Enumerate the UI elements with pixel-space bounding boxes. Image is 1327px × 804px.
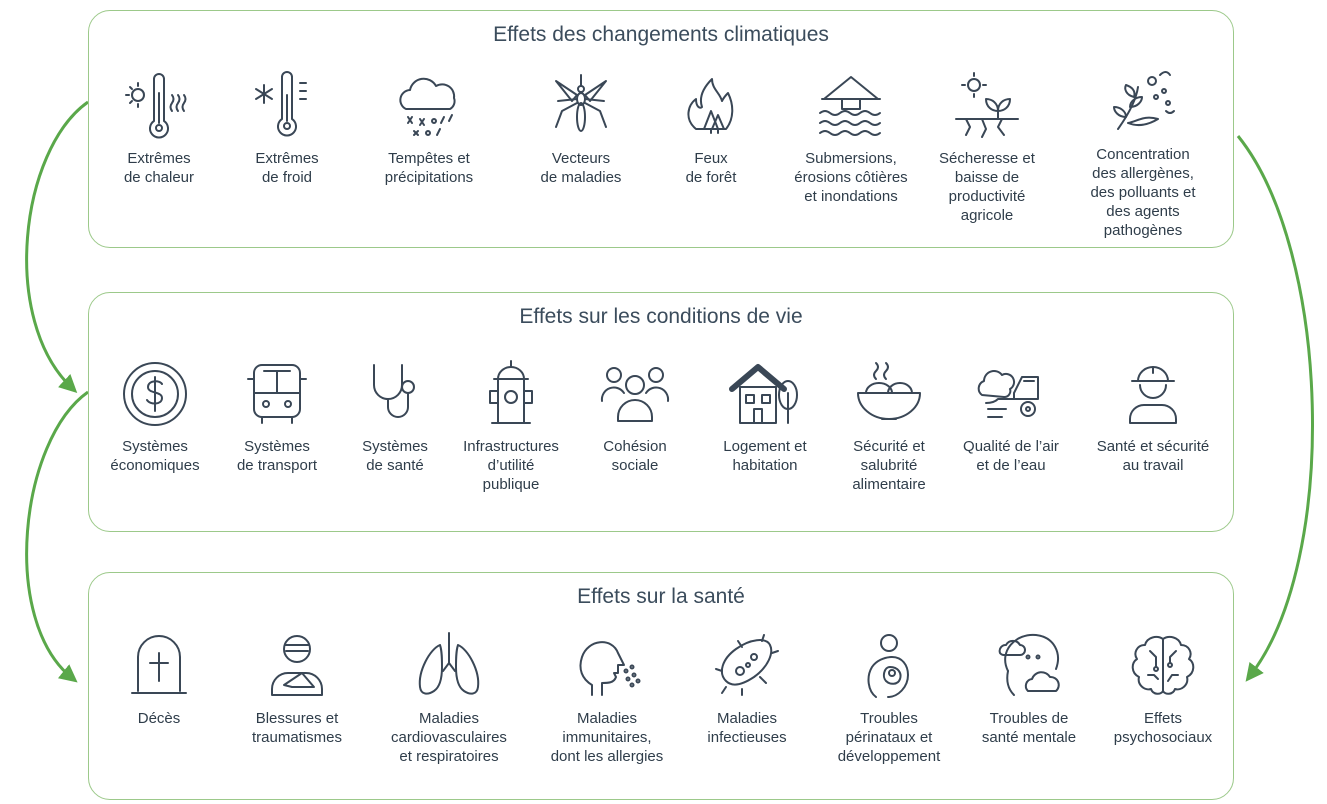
storm-cloud-icon <box>394 71 464 141</box>
item-food-safety: Sécurité et salubrité alimentaire <box>814 359 964 494</box>
panel-title: Effets sur les conditions de vie <box>519 305 803 328</box>
living-conditions-panel: Effets sur les conditions de vie Système… <box>88 292 1234 532</box>
item-heat-extremes: Extrêmes de chaleur <box>84 71 234 187</box>
item-injuries: Blessures et traumatismes <box>222 631 372 747</box>
item-label: Qualité de l’air et de l’eau <box>963 438 1059 474</box>
drought-icon <box>952 71 1022 141</box>
item-drought: Sécheresse et baisse de productivité agr… <box>912 71 1062 225</box>
pregnancy-icon <box>854 631 924 701</box>
heat-thermometer-icon <box>124 71 194 141</box>
sneezing-head-icon <box>572 631 642 701</box>
bus-icon <box>242 359 312 429</box>
item-label: Feux de forêt <box>685 150 737 186</box>
mosquito-icon <box>546 71 616 141</box>
item-label: Effets psychosociaux <box>1113 710 1213 746</box>
item-label: Logement et habitation <box>723 438 807 474</box>
worker-helmet-icon <box>1118 359 1188 429</box>
stethoscope-icon <box>360 359 430 429</box>
item-infrastructure: Infrastructures d’utilité publique <box>436 359 586 494</box>
health-effects-panel: Effets sur la santé Décès Blessures et t… <box>88 572 1234 800</box>
allergen-plant-icon <box>1108 67 1178 137</box>
brain-icon <box>1128 631 1198 701</box>
bacteria-icon <box>712 631 782 701</box>
item-disease-vectors: Vecteurs de maladies <box>506 71 656 187</box>
fire-hydrant-icon <box>476 359 546 429</box>
item-allergens: Concentration des allergènes, des pollua… <box>1068 67 1218 240</box>
item-label: Sécurité et salubrité alimentaire <box>852 438 926 493</box>
arrow-climate-to-living <box>25 100 89 393</box>
item-label: Systèmes de santé <box>362 438 428 474</box>
item-label: Maladies immunitaires, dont les allergie… <box>550 710 664 765</box>
item-label: Blessures et traumatismes <box>251 710 343 746</box>
item-label: Infrastructures d’utilité publique <box>463 438 559 493</box>
climate-effects-panel: Effets des changements climatiques Extrê… <box>88 10 1234 248</box>
food-bowl-icon <box>854 359 924 429</box>
item-social-cohesion: Cohésion sociale <box>560 359 710 475</box>
item-label: Maladies cardiovasculaires et respiratoi… <box>391 710 507 765</box>
arrow-living-to-health <box>25 390 89 683</box>
item-health-systems: Systèmes de santé <box>320 359 470 475</box>
item-label: Sécheresse et baisse de productivité agr… <box>939 150 1035 224</box>
item-label: Extrêmes de froid <box>255 150 319 186</box>
item-forest-fires: Feux de forêt <box>636 71 786 187</box>
tombstone-icon <box>124 631 194 701</box>
item-immune-allergies: Maladies immunitaires, dont les allergie… <box>532 631 682 766</box>
arrow-climate-to-health <box>1236 135 1314 682</box>
item-mental-health: Troubles de santé mentale <box>954 631 1104 747</box>
dollar-coin-icon <box>120 359 190 429</box>
item-label: Concentration des allergènes, des pollua… <box>1090 146 1196 239</box>
item-occupational-safety: Santé et sécurité au travail <box>1078 359 1228 475</box>
item-label: Vecteurs de maladies <box>540 150 622 186</box>
item-floods: Submersions, érosions côtières et inonda… <box>776 71 926 206</box>
item-label: Santé et sécurité au travail <box>1096 438 1210 474</box>
item-label: Systèmes économiques <box>110 438 200 474</box>
item-label: Troubles périnataux et développement <box>837 710 941 765</box>
mental-health-head-icon <box>994 631 1064 701</box>
forest-fire-icon <box>676 71 746 141</box>
item-housing: Logement et habitation <box>690 359 840 475</box>
item-transport: Systèmes de transport <box>202 359 352 475</box>
lungs-icon <box>414 631 484 701</box>
item-label: Décès <box>137 710 181 727</box>
cold-thermometer-icon <box>252 71 322 141</box>
item-label: Systèmes de transport <box>236 438 318 474</box>
air-water-pollution-icon <box>976 359 1046 429</box>
item-label: Maladies infectieuses <box>707 710 787 746</box>
item-deaths: Décès <box>84 631 234 728</box>
item-air-water-quality: Qualité de l’air et de l’eau <box>936 359 1086 475</box>
panel-title: Effets sur la santé <box>577 585 745 608</box>
item-economic-systems: Systèmes économiques <box>80 359 230 475</box>
item-label: Cohésion sociale <box>603 438 667 474</box>
house-icon <box>729 359 800 429</box>
item-perinatal: Troubles périnataux et développement <box>814 631 964 766</box>
item-label: Troubles de santé mentale <box>981 710 1077 746</box>
item-label: Extrêmes de chaleur <box>123 150 195 186</box>
item-infectious: Maladies infectieuses <box>672 631 822 747</box>
item-label: Submersions, érosions côtières et inonda… <box>794 150 908 205</box>
injured-person-icon <box>262 631 332 701</box>
panel-title: Effets des changements climatiques <box>493 23 829 46</box>
item-storms: Tempêtes et précipitations <box>354 71 504 187</box>
item-cold-extremes: Extrêmes de froid <box>212 71 362 187</box>
people-group-icon <box>600 359 670 429</box>
item-cardio-respiratory: Maladies cardiovasculaires et respiratoi… <box>374 631 524 766</box>
item-psychosocial: Effets psychosociaux <box>1088 631 1238 747</box>
flooded-house-icon <box>816 71 886 141</box>
item-label: Tempêtes et précipitations <box>384 150 474 186</box>
